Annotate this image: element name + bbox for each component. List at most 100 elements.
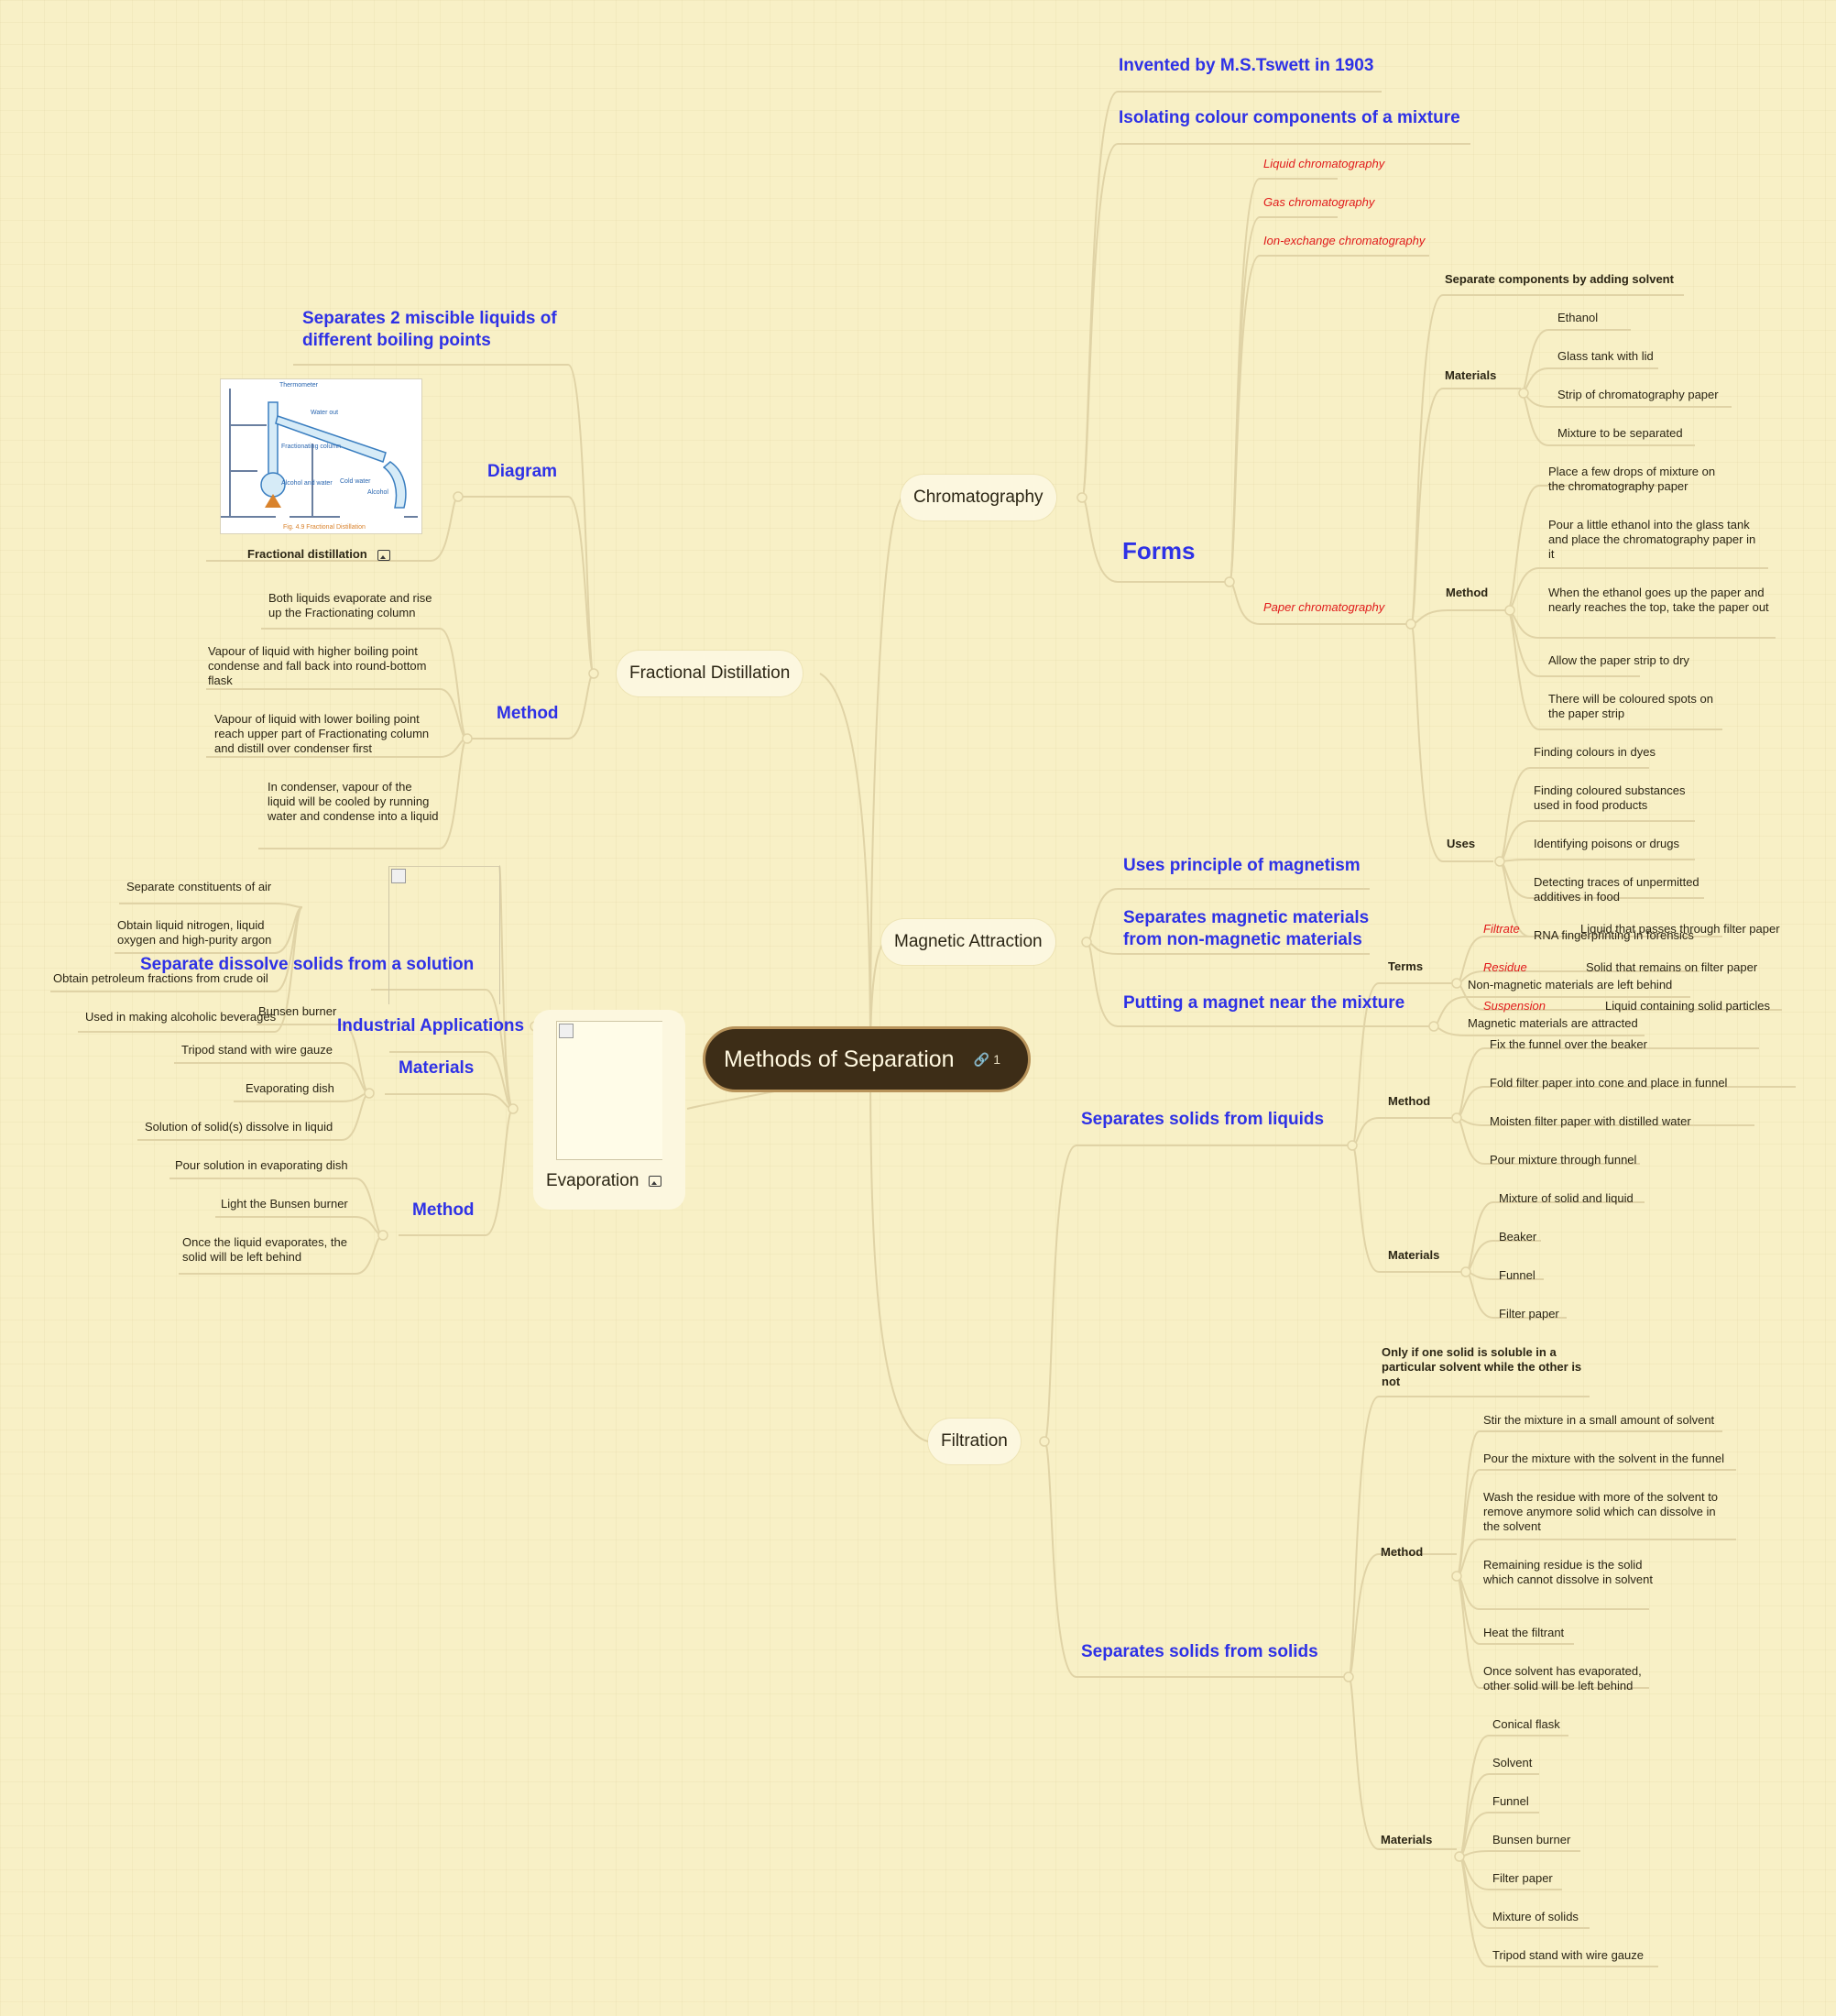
evaporation-material[interactable]: Tripod stand with wire gauze — [181, 1043, 333, 1057]
evaporation-method-step[interactable]: Once the liquid evaporates, the solid wi… — [182, 1235, 347, 1264]
liquids-method-step[interactable]: Pour mixture through funnel — [1490, 1153, 1637, 1167]
fractional-method-label[interactable]: Method — [497, 704, 559, 723]
paper-material[interactable]: Ethanol — [1557, 311, 1599, 324]
liquids-method-step[interactable]: Fix the funnel over the beaker — [1490, 1037, 1647, 1051]
paper-uses-label[interactable]: Uses — [1447, 837, 1476, 850]
diagram-caption[interactable]: Fractional distillation — [247, 547, 390, 562]
solids-material[interactable]: Tripod stand with wire gauze — [1492, 1948, 1644, 1962]
paper-method-step[interactable]: Allow the paper strip to dry — [1548, 653, 1689, 667]
branch-fractional-distillation[interactable]: Fractional Distillation — [617, 651, 803, 696]
paper-use[interactable]: Finding colours in dyes — [1534, 745, 1656, 759]
paper-method-step[interactable]: When the ethanol goes up the paper and n… — [1548, 586, 1769, 614]
term-filtrate[interactable]: Filtrate — [1483, 922, 1520, 936]
paper-material[interactable]: Glass tank with lid — [1557, 349, 1654, 363]
liquids-method-step[interactable]: Fold filter paper into cone and place in… — [1490, 1076, 1728, 1090]
terms-label[interactable]: Terms — [1388, 959, 1424, 973]
evaporation-materials-label[interactable]: Materials — [399, 1058, 475, 1078]
magnetic-putting[interactable]: Putting a magnet near the mixture — [1123, 993, 1405, 1013]
solids-method-step[interactable]: Stir the mixture in a small amount of so… — [1483, 1413, 1715, 1427]
paper-use[interactable]: Finding coloured substances used in food… — [1534, 783, 1686, 812]
solids-material[interactable]: Funnel — [1492, 1794, 1529, 1808]
paper-use[interactable]: Detecting traces of unpermitted additive… — [1534, 875, 1699, 904]
term-suspension-def[interactable]: Liquid containing solid particles — [1605, 999, 1770, 1013]
form-liquid[interactable]: Liquid chromatography — [1263, 157, 1385, 170]
image-icon[interactable] — [648, 1175, 661, 1187]
evaporation-material[interactable]: Evaporating dish — [246, 1081, 334, 1095]
liquids-material[interactable]: Beaker — [1499, 1230, 1537, 1244]
root-topic[interactable]: Methods of Separation 🔗 1 — [703, 1026, 1031, 1092]
image-icon[interactable] — [377, 549, 390, 561]
term-residue-def[interactable]: Solid that remains on filter paper — [1586, 960, 1758, 974]
evaporation-method-step[interactable]: Light the Bunsen burner — [221, 1197, 348, 1211]
fractional-method-step[interactable]: Vapour of liquid with higher boiling poi… — [208, 644, 427, 687]
link-icon[interactable]: 🔗 1 — [973, 1052, 1000, 1067]
solids-materials-label[interactable]: Materials — [1381, 1833, 1433, 1846]
industrial-application[interactable]: Obtain petroleum fractions from crude oi… — [53, 971, 268, 985]
diagram-fig-caption: Fig. 4.9 Fractional Distillation — [283, 524, 366, 531]
solids-method-step[interactable]: Wash the residue with more of the solven… — [1483, 1490, 1719, 1533]
branch-chromatography[interactable]: Chromatography — [901, 475, 1056, 520]
paper-material[interactable]: Mixture to be separated — [1557, 426, 1683, 440]
solids-method-step[interactable]: Remaining residue is the solid which can… — [1483, 1558, 1653, 1586]
solids-material[interactable]: Solvent — [1492, 1756, 1533, 1769]
branch-evaporation[interactable]: Evaporation — [533, 1010, 685, 1210]
term-residue[interactable]: Residue — [1483, 960, 1527, 974]
filtration-solids-from-liquids[interactable]: Separates solids from liquids — [1081, 1110, 1325, 1129]
paper-material[interactable]: Strip of chromatography paper — [1557, 388, 1719, 401]
evaporation-material[interactable]: Solution of solid(s) dissolve in liquid — [145, 1120, 333, 1134]
chromatography-invented[interactable]: Invented by M.S.Tswett in 1903 — [1119, 56, 1374, 75]
chromatography-forms[interactable]: Forms — [1122, 537, 1196, 564]
term-suspension[interactable]: Suspension — [1483, 999, 1546, 1013]
fractional-separates[interactable]: Separates 2 miscible liquids of differen… — [302, 309, 557, 350]
paper-use[interactable]: RNA fingerprinting in forensics — [1534, 928, 1694, 942]
solids-material[interactable]: Conical flask — [1492, 1717, 1560, 1731]
solids-method-step[interactable]: Pour the mixture with the solvent in the… — [1483, 1452, 1725, 1465]
fractional-diagram-label[interactable]: Diagram — [487, 462, 558, 481]
liquids-method-step[interactable]: Moisten filter paper with distilled wate… — [1490, 1114, 1691, 1128]
magnetic-result[interactable]: Magnetic materials are attracted — [1468, 1016, 1638, 1030]
solids-method-step[interactable]: Heat the filtrant — [1483, 1626, 1565, 1639]
fractional-distillation-diagram[interactable]: Thermometer Water out Fractionating colu… — [220, 378, 422, 534]
evaporation-method-label[interactable]: Method — [412, 1200, 475, 1220]
solids-material[interactable]: Mixture of solids — [1492, 1910, 1579, 1923]
form-paper[interactable]: Paper chromatography — [1263, 600, 1385, 614]
magnetic-principle[interactable]: Uses principle of magnetism — [1123, 856, 1361, 875]
solids-method-label[interactable]: Method — [1381, 1545, 1424, 1559]
liquids-material[interactable]: Funnel — [1499, 1268, 1535, 1282]
evaporation-material[interactable]: Bunsen burner — [258, 1004, 337, 1018]
fractional-industrial-label[interactable]: Industrial Applications — [337, 1016, 525, 1035]
form-ion-exchange[interactable]: Ion-exchange chromatography — [1263, 234, 1426, 247]
evaporation-method-step[interactable]: Pour solution in evaporating dish — [175, 1158, 348, 1172]
evaporation-separate[interactable]: Separate dissolve solids from a solution — [140, 955, 475, 974]
liquids-material[interactable]: Mixture of solid and liquid — [1499, 1191, 1634, 1205]
industrial-application[interactable]: Obtain liquid nitrogen, liquid oxygen an… — [117, 918, 272, 947]
liquids-material[interactable]: Filter paper — [1499, 1307, 1559, 1320]
branch-filtration[interactable]: Filtration — [928, 1419, 1021, 1464]
term-filtrate-def[interactable]: Liquid that passes through filter paper — [1580, 922, 1780, 936]
magnetic-separates[interactable]: Separates magnetic materials from non-ma… — [1123, 908, 1370, 949]
form-gas[interactable]: Gas chromatography — [1263, 195, 1375, 209]
filtration-solids-from-solids[interactable]: Separates solids from solids — [1081, 1642, 1318, 1661]
solids-condition[interactable]: Only if one solid is soluble in a partic… — [1382, 1345, 1582, 1388]
fractional-method-step[interactable]: Vapour of liquid with lower boiling poin… — [214, 712, 430, 755]
paper-method-step[interactable]: There will be coloured spots on the pape… — [1548, 692, 1713, 720]
paper-separate[interactable]: Separate components by adding solvent — [1445, 272, 1674, 286]
branch-magnetic-attraction[interactable]: Magnetic Attraction — [881, 919, 1055, 965]
liquids-materials-label[interactable]: Materials — [1388, 1248, 1440, 1262]
chromatography-isolating[interactable]: Isolating colour components of a mixture — [1119, 108, 1460, 127]
paper-method-step[interactable]: Place a few drops of mixture on the chro… — [1548, 465, 1716, 493]
fractional-method-step[interactable]: In condenser, vapour of the liquid will … — [268, 780, 439, 823]
industrial-application[interactable]: Used in making alcoholic beverages — [85, 1010, 277, 1024]
industrial-application[interactable]: Separate constituents of air — [126, 880, 272, 893]
solids-material[interactable]: Filter paper — [1492, 1871, 1553, 1885]
fractional-method-step[interactable]: Both liquids evaporate and rise up the F… — [268, 591, 432, 619]
link-count: 1 — [993, 1052, 1000, 1067]
paper-method-step[interactable]: Pour a little ethanol into the glass tan… — [1548, 518, 1756, 561]
magnetic-result[interactable]: Non-magnetic materials are left behind — [1468, 978, 1673, 992]
solids-material[interactable]: Bunsen burner — [1492, 1833, 1571, 1846]
paper-method-label[interactable]: Method — [1446, 586, 1489, 599]
paper-use[interactable]: Identifying poisons or drugs — [1534, 837, 1679, 850]
liquids-method-label[interactable]: Method — [1388, 1094, 1431, 1108]
solids-method-step[interactable]: Once solvent has evaporated, other solid… — [1483, 1664, 1642, 1693]
paper-materials-label[interactable]: Materials — [1445, 368, 1497, 382]
